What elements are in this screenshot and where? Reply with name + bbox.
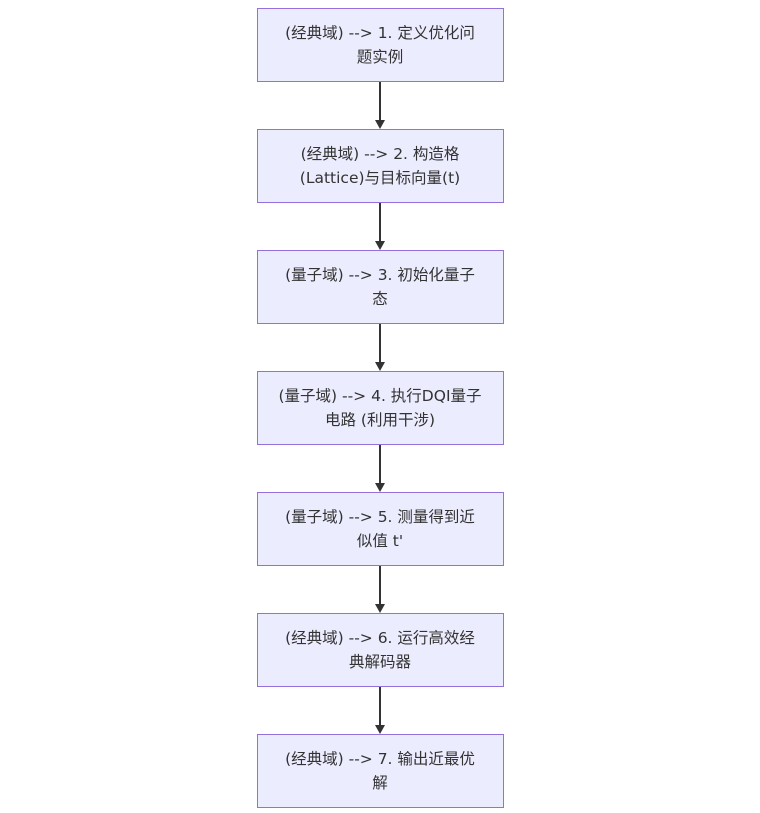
arrow-line bbox=[379, 445, 381, 483]
flowchart-node-step-1: (经典域) --> 1. 定义优化问 题实例 bbox=[256, 8, 504, 82]
edge-arrow-3-4 bbox=[375, 324, 385, 371]
arrowhead-down-icon bbox=[375, 120, 385, 129]
node-label-line: (经典域) --> 2. 构造格 bbox=[300, 145, 460, 163]
flowchart-node-step-7: (经典域) --> 7. 输出近最优 解 bbox=[256, 734, 504, 808]
arrow-line bbox=[379, 324, 381, 362]
edge-arrow-5-6 bbox=[375, 566, 385, 613]
node-label-line: (量子域) --> 4. 执行DQI量子 bbox=[278, 387, 482, 405]
edge-arrow-2-3 bbox=[375, 203, 385, 250]
arrow-line bbox=[379, 203, 381, 241]
node-label-line: 似值 t' bbox=[356, 532, 404, 550]
node-label-line: (经典域) --> 1. 定义优化问 bbox=[285, 24, 475, 42]
edge-arrow-4-5 bbox=[375, 445, 385, 492]
arrowhead-down-icon bbox=[375, 725, 385, 734]
node-label-line: (经典域) --> 7. 输出近最优 bbox=[285, 750, 475, 768]
arrowhead-down-icon bbox=[375, 483, 385, 492]
flowchart-node-step-4: (量子域) --> 4. 执行DQI量子 电路 (利用干涉) bbox=[256, 371, 504, 445]
arrowhead-down-icon bbox=[375, 604, 385, 613]
arrowhead-down-icon bbox=[375, 241, 385, 250]
node-label-line: 电路 (利用干涉) bbox=[324, 411, 436, 429]
node-label-line: 典解码器 bbox=[348, 653, 411, 671]
node-label-line: (量子域) --> 3. 初始化量子 bbox=[285, 266, 475, 284]
node-label-line: 态 bbox=[372, 290, 388, 308]
arrowhead-down-icon bbox=[375, 362, 385, 371]
edge-arrow-6-7 bbox=[375, 687, 385, 734]
node-label-line: 解 bbox=[372, 774, 388, 792]
arrow-line bbox=[379, 687, 381, 725]
flowchart-node-step-2: (经典域) --> 2. 构造格 (Lattice)与目标向量(t) bbox=[256, 129, 504, 203]
flowchart-node-step-5: (量子域) --> 5. 测量得到近 似值 t' bbox=[256, 492, 504, 566]
arrow-line bbox=[379, 82, 381, 120]
arrow-line bbox=[379, 566, 381, 604]
node-label-line: (Lattice)与目标向量(t) bbox=[299, 169, 461, 187]
node-label-line: (经典域) --> 6. 运行高效经 bbox=[285, 629, 475, 647]
node-label-line: (量子域) --> 5. 测量得到近 bbox=[285, 508, 475, 526]
edge-arrow-1-2 bbox=[375, 82, 385, 129]
flowchart-node-step-3: (量子域) --> 3. 初始化量子 态 bbox=[256, 250, 504, 324]
flowchart-node-step-6: (经典域) --> 6. 运行高效经 典解码器 bbox=[256, 613, 504, 687]
node-label-line: 题实例 bbox=[356, 48, 404, 66]
